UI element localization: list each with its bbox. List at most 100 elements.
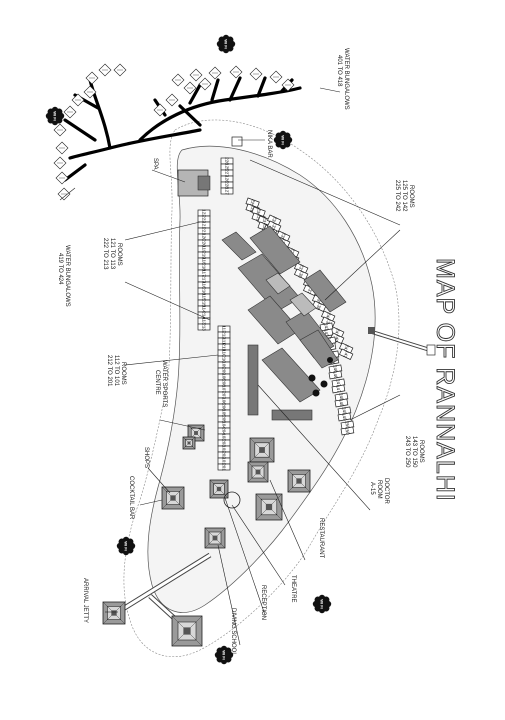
room-unit: 149	[337, 412, 352, 422]
room-number: 133	[270, 222, 278, 231]
water-bungalow	[153, 103, 167, 117]
label-rooms-rt-3: 225 TO 242	[394, 180, 400, 212]
room-number: 218	[201, 263, 206, 271]
water-bungalow	[53, 156, 67, 170]
room-number: 246	[332, 365, 338, 374]
room-number: 129	[255, 213, 262, 222]
room-number: 138	[315, 302, 323, 311]
room-number: 115	[201, 293, 206, 301]
room-number: 249	[341, 407, 347, 416]
wifi-label: Wi Fi	[222, 650, 227, 660]
room-unit: 148	[334, 398, 349, 408]
label-doctor-3: A-15	[369, 482, 375, 495]
nika-bar-building	[231, 136, 243, 147]
room-number: 139	[324, 318, 332, 327]
label-theatre: THEATRE	[290, 575, 296, 603]
label-rooms-rt-1: ROOMS	[408, 185, 414, 208]
room-number: 114	[201, 305, 206, 313]
wifi-label: Wi Fi	[224, 39, 229, 49]
room-unit: 133	[266, 220, 282, 232]
room-number: 241	[333, 328, 341, 337]
label-water-sports-1: WATER SPORTS	[161, 360, 167, 407]
room-number: 239	[315, 296, 323, 305]
wifi-label: Wi Fi	[281, 135, 286, 145]
wifi-label: Wi Fi	[53, 111, 58, 121]
water-bungalow	[85, 71, 99, 85]
water-bungalow	[63, 105, 77, 119]
room-number: 141	[342, 350, 350, 359]
label-water-sports-2: CENTRE	[154, 370, 160, 395]
diving-school-building	[171, 615, 203, 647]
room-number: 248	[338, 393, 344, 402]
water-bungalow	[165, 93, 179, 107]
room-number: 210	[221, 355, 226, 363]
room-number: 234	[270, 216, 278, 225]
room-number: 250	[344, 421, 350, 430]
label-cocktail-bar: COCKTAIL BAR	[128, 476, 134, 520]
room-number: 150	[344, 427, 350, 436]
restaurant-building-2	[247, 461, 269, 483]
room-number: 211	[221, 343, 226, 351]
water-bungalow	[83, 85, 97, 99]
reef-outline	[123, 119, 400, 657]
label-rooms-rb-3: 243 TO 250	[404, 436, 410, 468]
water-bungalow	[183, 81, 197, 95]
label-rooms-ml-3: 212 TO 201	[106, 355, 112, 387]
room-number: 213	[201, 323, 206, 331]
wifi-icon: Wi Fi	[45, 106, 65, 126]
water-bungalow	[189, 68, 203, 82]
water-bungalow	[171, 73, 185, 87]
label-rooms-ml-1: ROOMS	[120, 362, 126, 385]
water-bungalow	[281, 78, 295, 92]
room-number: 120	[201, 233, 206, 241]
room-number: 107	[221, 385, 226, 393]
water-bungalow	[98, 63, 112, 77]
label-wb-left-2: 419 TO 424	[57, 253, 63, 285]
label-rooms-ml-2: 112 TO 101	[113, 355, 119, 387]
room-number: 116	[201, 281, 206, 289]
wifi-icon: Wi Fi	[116, 536, 136, 556]
room-number: 130	[261, 222, 268, 231]
shops-building	[182, 436, 196, 450]
room-number: 209	[221, 367, 226, 375]
room-unit: 150	[340, 426, 355, 436]
water-bungalow	[71, 93, 85, 107]
room-number: 128	[249, 204, 256, 213]
labels: WATER BUNGALOWS 401 TO 418 NIKA BAR SPA …	[57, 48, 424, 656]
room-number: 106	[221, 397, 226, 405]
lower-buildings	[102, 424, 311, 647]
room-number: 220	[201, 239, 206, 247]
room-number: 125	[224, 163, 229, 171]
central-complex	[221, 225, 347, 421]
water-bungalow	[249, 67, 263, 81]
restaurant-building-4	[255, 493, 283, 521]
restaurant-building-1	[249, 437, 275, 463]
arrival-jetty-building	[102, 601, 126, 625]
reception-building	[204, 527, 226, 549]
room-number: 231	[261, 216, 268, 225]
room-number: 235	[279, 232, 287, 241]
room-number: 226	[224, 157, 229, 165]
water-bungalow	[229, 65, 243, 79]
wifi-icon: Wi Fi	[273, 130, 293, 150]
room-number: 108	[221, 373, 226, 381]
label-diving-school: DIVING SCHOOL	[230, 608, 236, 656]
water-bungalow	[55, 141, 69, 155]
room-number: 242	[342, 344, 350, 353]
room-number: 227	[224, 169, 229, 177]
room-number: 147	[335, 385, 341, 394]
water-bungalows	[53, 63, 295, 201]
room-number: 146	[332, 371, 338, 380]
room-number: 137	[306, 286, 314, 295]
wifi-icon: Wi Fi	[216, 34, 236, 54]
water-bungalow	[198, 77, 212, 91]
room-unit: 147	[331, 384, 346, 394]
room-number: 126	[224, 175, 229, 183]
label-rooms-rb-2: 143 TO 150	[411, 436, 417, 468]
room-number: 122	[201, 209, 206, 217]
room-number: 109	[221, 361, 226, 369]
room-number: 216	[201, 287, 206, 295]
wifi-label: Wi Fi	[320, 599, 325, 609]
label-rooms-left-3: 222 TO 213	[102, 238, 108, 270]
